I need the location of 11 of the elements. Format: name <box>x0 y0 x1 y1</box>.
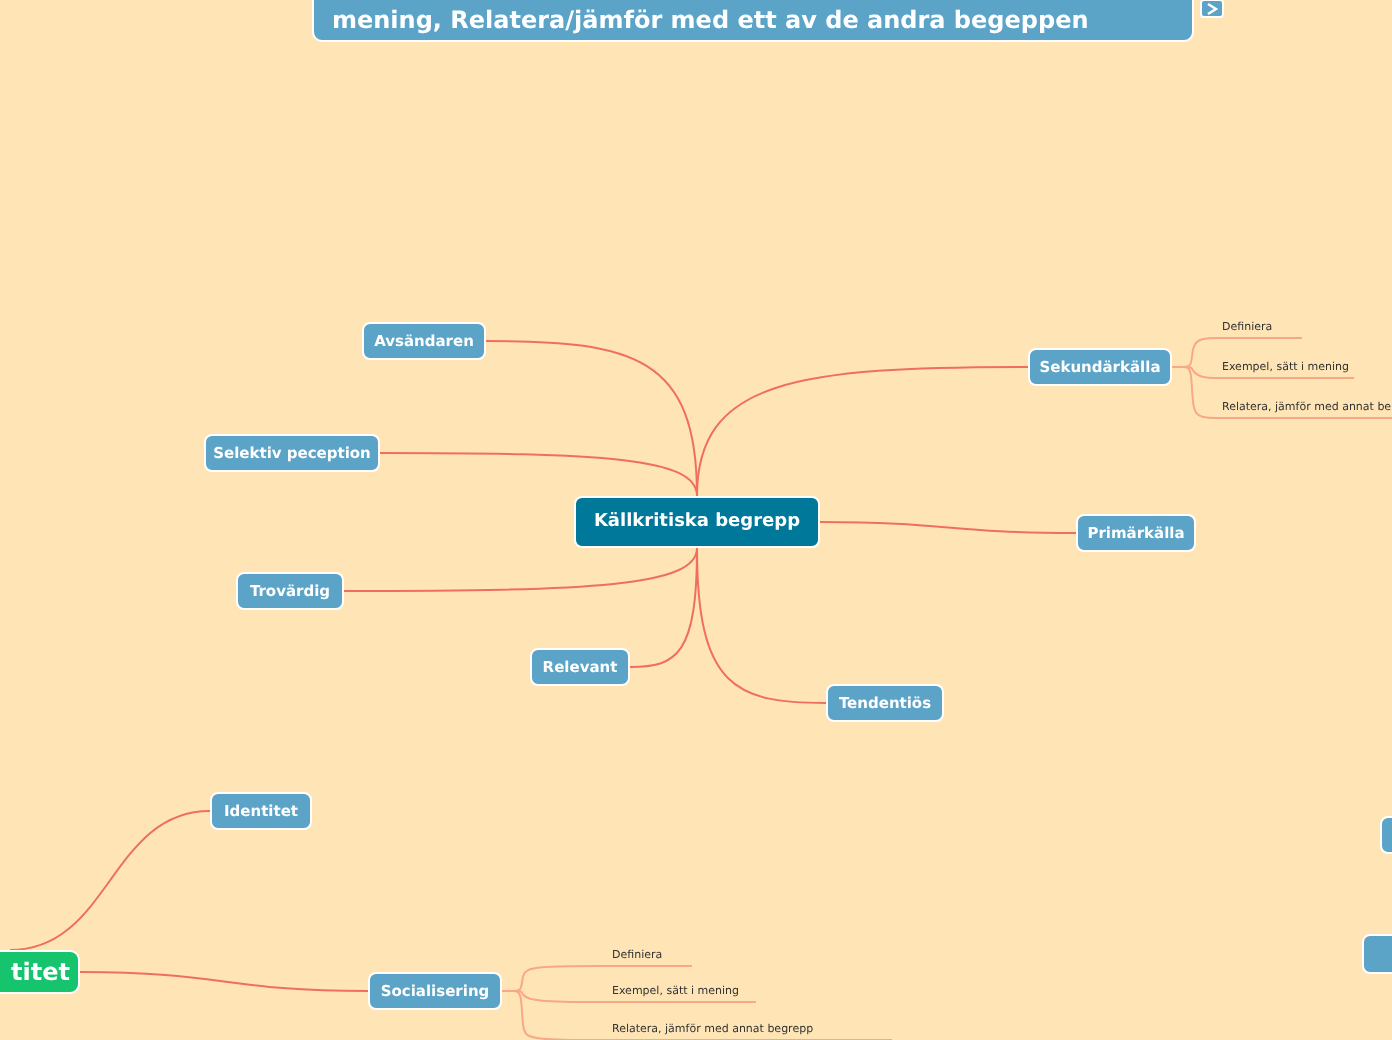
main-topic-box: titet <box>0 950 80 994</box>
note-box: mening, Relatera/jämför med ett av de andra begeppen <box>312 0 1194 42</box>
branch-line <box>343 547 698 592</box>
branch-line <box>696 366 1029 497</box>
branch-line <box>9 810 211 951</box>
branch-underline <box>1171 366 1392 419</box>
branch-line <box>79 971 369 992</box>
central-topic-box: Källkritiska begrepp <box>574 496 820 548</box>
branch-line <box>819 521 1077 534</box>
branch-line <box>696 547 827 704</box>
branch-line <box>379 452 698 497</box>
